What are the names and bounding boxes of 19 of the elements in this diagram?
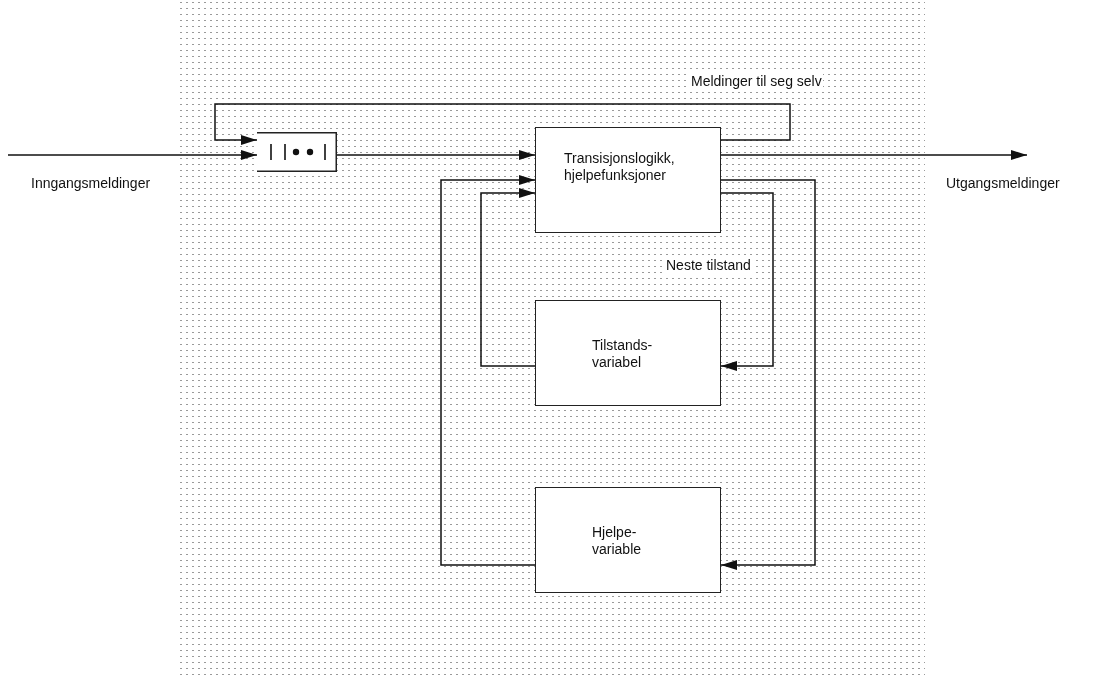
arrow bbox=[7, 150, 258, 160]
process-box bbox=[535, 487, 721, 593]
edge-label: Utgangsmeldinger bbox=[945, 175, 1061, 192]
edge-label: Neste tilstand bbox=[665, 257, 752, 274]
queue-box bbox=[257, 132, 337, 172]
arrow bbox=[336, 150, 536, 160]
arrow bbox=[214, 103, 791, 145]
process-box bbox=[535, 127, 721, 233]
arrow bbox=[480, 188, 536, 367]
box-label: Tilstands- variabel bbox=[592, 337, 654, 371]
edge-label: Inngangsmeldinger bbox=[30, 175, 152, 192]
arrow bbox=[720, 150, 1028, 160]
box-label: Transisjonslogikk, hjelpefunksjoner bbox=[564, 150, 676, 184]
box-label: Hjelpe- variable bbox=[592, 524, 643, 558]
arrow bbox=[720, 192, 774, 371]
edge-label: Meldinger til seg selv bbox=[690, 73, 823, 90]
arrow bbox=[440, 175, 536, 566]
arrow bbox=[720, 179, 816, 570]
process-box bbox=[535, 300, 721, 406]
